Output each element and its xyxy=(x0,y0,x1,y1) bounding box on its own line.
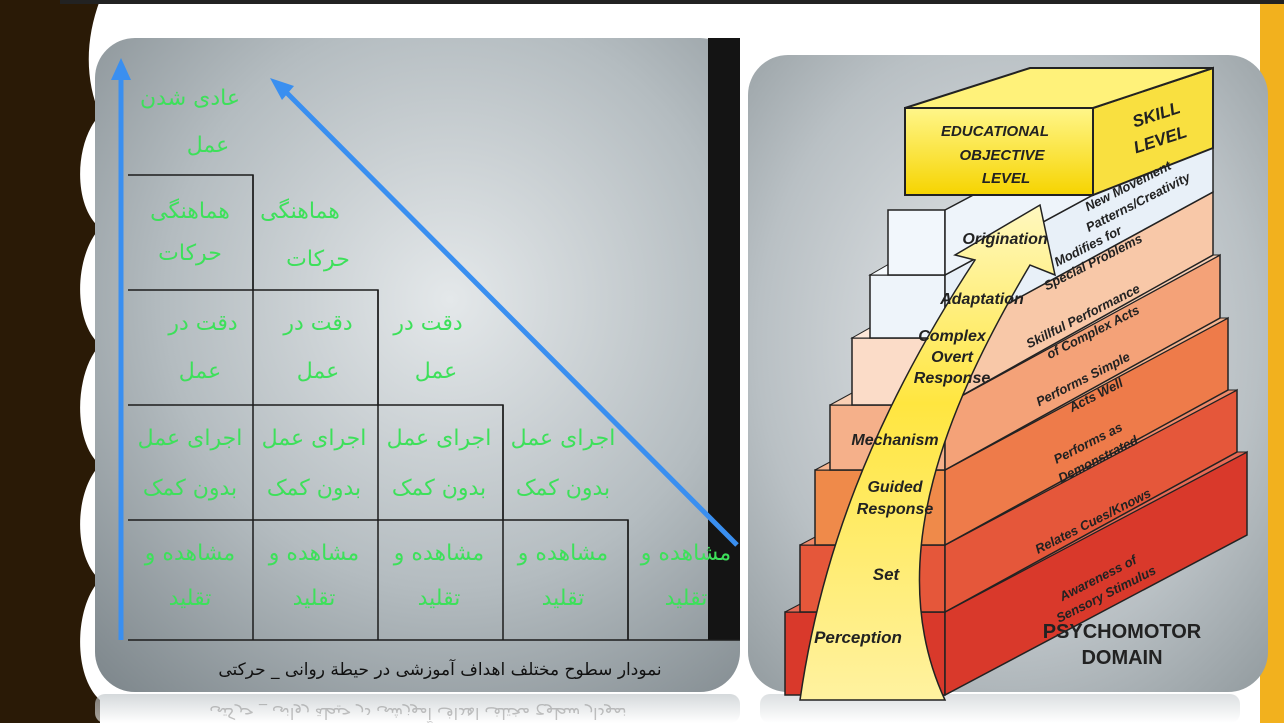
staircase-grid xyxy=(128,174,740,641)
cell-text: دقت در xyxy=(282,311,352,336)
cell-text: تقلید xyxy=(542,586,585,611)
vertical-arrow-head xyxy=(111,58,131,80)
cell-text: حرکات xyxy=(158,241,222,266)
left-diagram-panel: نمودار سطوح مختلف اهداف آموزشی در حیطة ر… xyxy=(95,38,740,723)
step-label: Complex xyxy=(918,328,987,345)
cell-text: مشاهده و xyxy=(268,541,359,566)
cell-text: تقلید xyxy=(418,586,461,611)
cell-text: مشاهده و xyxy=(517,541,608,566)
cell-text: تقلید xyxy=(169,586,212,611)
cell-text: اجرای عمل xyxy=(138,426,243,451)
step-label: Set xyxy=(873,565,901,584)
step-label: Adaptation xyxy=(939,291,1024,308)
domain-title-1: PSYCHOMOTOR xyxy=(1043,621,1202,643)
growth-arrow xyxy=(799,203,1057,701)
right-diagram-panel: Perception Set Guided Response Mechanism… xyxy=(748,55,1268,723)
cell-text: بدون کمک xyxy=(143,476,237,501)
cell-text: دقت در xyxy=(167,311,237,336)
caption-reflection: نمودار سطوح مختلف اهداف آموزشی در حیطة ر… xyxy=(209,703,626,723)
top-label-habituation: عادی شدن xyxy=(140,86,240,111)
step-label: Mechanism xyxy=(851,432,938,449)
diagram-caption: نمودار سطوح مختلف اهداف آموزشی در حیطة ر… xyxy=(218,658,661,680)
cell-text: دقت در xyxy=(392,311,462,336)
header-level: LEVEL xyxy=(982,170,1030,187)
diagonal-arrow-head xyxy=(270,78,294,100)
cell-text: مشاهده و xyxy=(144,541,235,566)
cell-text: مشاهده و xyxy=(393,541,484,566)
step-label: Guided xyxy=(867,479,923,496)
cell-text: عمل xyxy=(179,359,222,384)
cell-text: بدون کمک xyxy=(516,476,610,501)
cell-text: بدون کمک xyxy=(267,476,361,501)
cell-text: عمل xyxy=(415,359,458,384)
top-label-action: عمل xyxy=(187,133,230,158)
cell-text: هماهنگی xyxy=(260,198,340,224)
left-scallop-edge xyxy=(60,0,100,723)
cell-text: اجرای عمل xyxy=(262,426,367,451)
cell-text: عمل xyxy=(297,359,340,384)
cell-text: تقلید xyxy=(293,586,336,611)
cell-text: اجرای عمل xyxy=(387,426,492,451)
cell-text: هماهنگی xyxy=(150,198,230,224)
step-label: Perception xyxy=(814,628,902,647)
cell-text: تقلید xyxy=(665,586,708,611)
step-label: Overt xyxy=(931,349,973,366)
step-label: Origination xyxy=(962,231,1048,248)
cell-text: بدون کمک xyxy=(392,476,486,501)
step-label: Response xyxy=(857,501,934,518)
step-label: Response xyxy=(914,370,991,387)
domain-title-2: DOMAIN xyxy=(1081,647,1162,669)
diagonal-arrow xyxy=(285,91,739,547)
cell-text: اجرای عمل xyxy=(511,426,616,451)
header-educational: EDUCATIONAL xyxy=(941,123,1049,140)
top-border xyxy=(60,0,1284,4)
header-objective: OBJECTIVE xyxy=(959,147,1045,164)
cell-text: مشاهده و xyxy=(640,541,731,566)
cell-text: حرکات xyxy=(286,247,350,272)
